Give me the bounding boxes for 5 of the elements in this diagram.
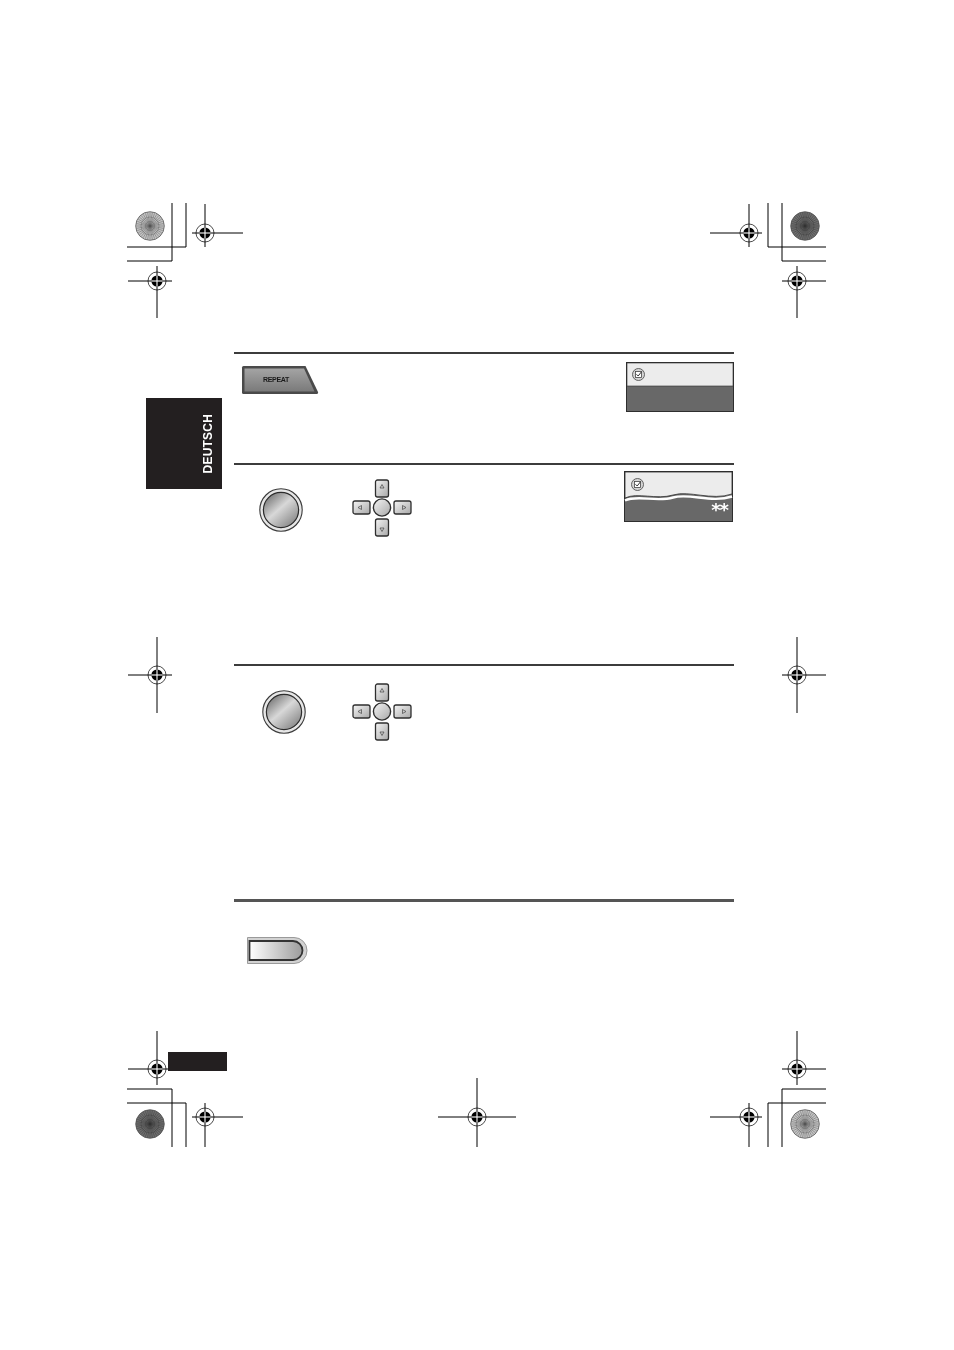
screen-display xyxy=(626,362,734,412)
display-text: ** xyxy=(711,501,728,519)
language-tab xyxy=(146,398,222,489)
tab-label: DEUTSCH xyxy=(201,413,215,474)
screen-display xyxy=(624,471,733,522)
